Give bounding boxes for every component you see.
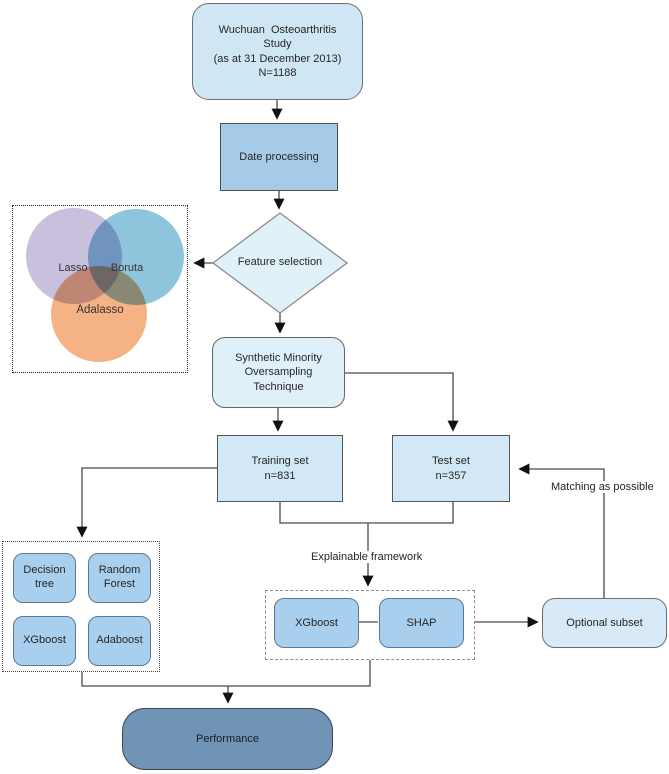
smote-line-1: Synthetic Minority	[235, 352, 322, 365]
test-set-label: Test set	[432, 455, 470, 468]
explainable-framework-label: Explainable framework	[308, 551, 426, 563]
models-group: Decision tree Random Forest XGboost Adab…	[2, 541, 160, 672]
adalasso-label: Adalasso	[76, 304, 124, 316]
test-set-node: Test set n=357	[392, 435, 510, 502]
shap-node: SHAP	[379, 598, 464, 648]
study-line-4: N=1188	[258, 66, 297, 79]
study-line-2: Study	[263, 38, 292, 51]
lasso-label: Lasso	[58, 262, 88, 274]
test-set-count: n=357	[435, 469, 467, 482]
feature-selection-label: Feature selection	[237, 256, 323, 268]
training-set-node: Training set n=831	[217, 435, 343, 502]
study-line-3: (as at 31 December 2013)	[213, 52, 342, 65]
smote-node: Synthetic Minority Oversampling Techniqu…	[212, 337, 345, 408]
matching-edge-label: Matching as possible	[548, 481, 657, 493]
training-set-count: n=831	[264, 469, 296, 482]
decision-tree-node: Decision tree	[13, 553, 76, 603]
xgboost-node: XGboost	[13, 616, 76, 666]
adalasso-circle	[51, 266, 147, 362]
adaboost-node: Adaboost	[88, 616, 151, 666]
performance-node: Performance	[122, 708, 333, 770]
smote-line-3: Technique	[253, 380, 304, 393]
explainable-framework-group: XGboost SHAP	[265, 590, 475, 660]
date-processing-label: Date processing	[239, 150, 319, 163]
boruta-label: Boruta	[110, 262, 144, 274]
training-set-label: Training set	[251, 455, 309, 468]
smote-line-2: Oversampling	[244, 366, 313, 379]
study-node: Wuchuan Osteoarthritis Study (as at 31 D…	[192, 3, 363, 100]
feature-selection-venn: Lasso Boruta Adalasso	[12, 205, 188, 373]
optional-subset-label: Optional subset	[566, 616, 643, 629]
date-processing-node: Date processing	[220, 123, 338, 191]
explainable-xgboost-node: XGboost	[274, 598, 359, 648]
optional-subset-node: Optional subset	[542, 598, 667, 648]
random-forest-node: Random Forest	[88, 553, 151, 603]
study-line-1: Wuchuan Osteoarthritis	[218, 23, 337, 36]
performance-label: Performance	[196, 732, 259, 745]
